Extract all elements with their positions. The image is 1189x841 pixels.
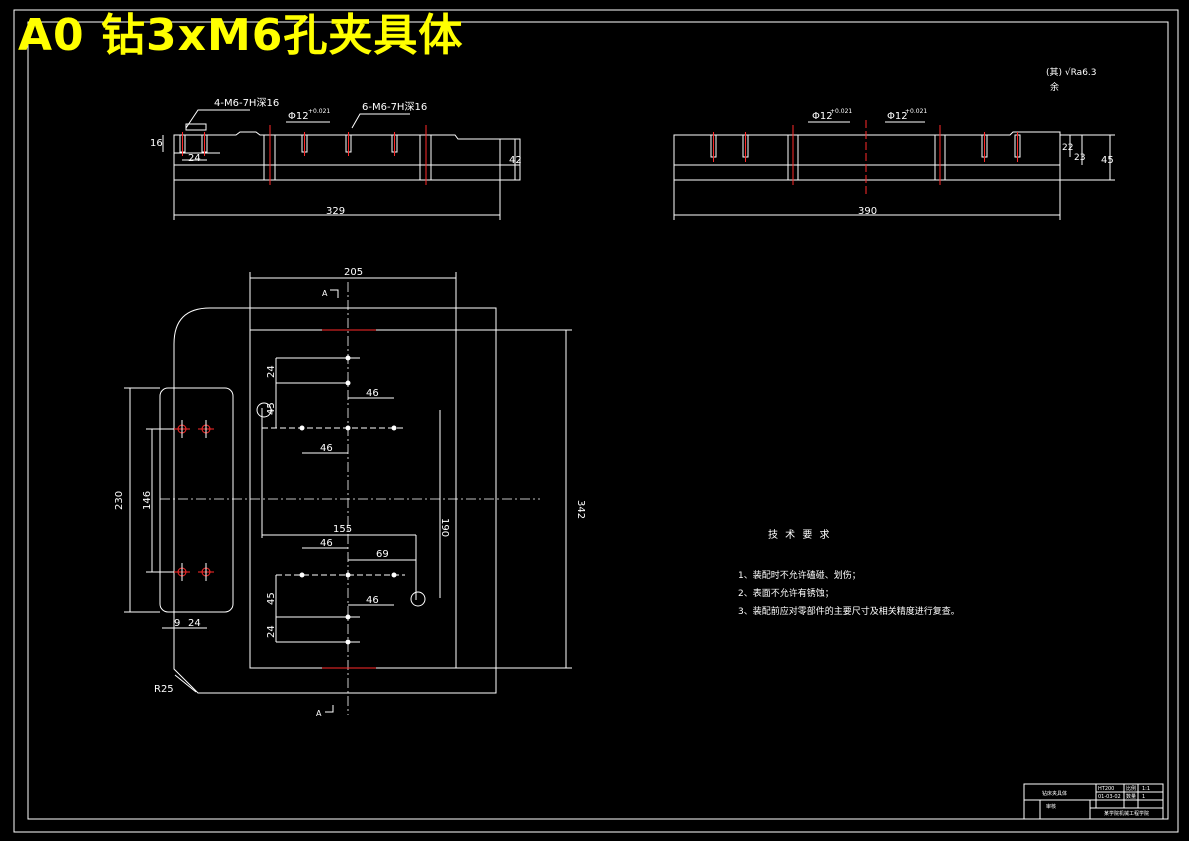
plan-view: A A 205 342 230 146 190 155 46 46 46 46 … — [114, 267, 586, 718]
dim-23: 23 — [1074, 153, 1085, 163]
right-dia-tol-right: +0.021 — [905, 108, 927, 115]
dim-9: 9 — [174, 618, 180, 629]
left-dia-callout: Φ12 — [288, 111, 309, 122]
dim-45-lower: 45 — [266, 592, 277, 605]
section-mark-bottom: A — [316, 709, 322, 718]
inner-frame — [27, 21, 1169, 820]
plate-outline — [173, 307, 497, 694]
tb-material: HT200 — [1098, 786, 1114, 792]
right-dia-tol-left: +0.021 — [830, 108, 852, 115]
left-view-holes — [179, 132, 398, 156]
dim-205: 205 — [344, 267, 363, 278]
tb-qty: 1 — [1142, 794, 1145, 800]
left-view-outline — [173, 131, 521, 181]
tb-school: 某学院机械工程学院 — [1104, 810, 1149, 817]
roughness-note: (其) √Ra6.3 — [1046, 67, 1097, 78]
tb-drawing-no: 01-03-02 — [1098, 794, 1121, 800]
upper-hole-pattern — [256, 355, 405, 431]
dim-155: 155 — [333, 524, 352, 535]
right-view-holes — [710, 132, 1021, 162]
right-view-outline — [673, 131, 1061, 181]
mid-thread-callout: 6-M6-7H深16 — [362, 101, 427, 113]
dim-390: 390 — [858, 206, 877, 217]
dim-69: 69 — [376, 549, 389, 560]
outer-frame — [13, 9, 1179, 833]
left-dia-tol: +0.021 — [308, 108, 330, 115]
dim-42: 42 — [509, 155, 522, 166]
tb-qty-label: 数量 — [1126, 793, 1136, 800]
dim-46-lower-right: 46 — [366, 595, 379, 606]
title-block: 钻床夹具体 HT200 比例 1:1 01-03-02 数量 1 审核 某学院机… — [1023, 783, 1164, 820]
dim-16: 16 — [150, 138, 163, 149]
roughness-note-rest: 余 — [1050, 81, 1059, 93]
drawing-title: A0 钻3xM6孔夹具体 — [18, 10, 464, 61]
dim-190: 190 — [439, 518, 450, 537]
dim-46-upper-left: 46 — [320, 443, 333, 454]
dim-45-upper: 45 — [266, 402, 277, 415]
tb-part-name: 钻床夹具体 — [1042, 790, 1067, 797]
tech-requirements: 技 术 要 求 1、装配时不允许磕碰、划伤； 2、表面不允许有锈蚀； 3、装配前… — [738, 528, 960, 617]
dim-24-pad: 24 — [188, 618, 201, 629]
lower-hole-pattern — [276, 572, 426, 645]
radius-r25: R25 — [154, 684, 174, 695]
pad-holes — [174, 420, 214, 581]
dim-342: 342 — [575, 500, 586, 519]
tech-item-2: 2、表面不允许有锈蚀； — [738, 587, 834, 599]
right-dia-callout-left: Φ12 — [812, 111, 833, 122]
dim-46-lower-left: 46 — [320, 538, 333, 549]
dim-329: 329 — [326, 206, 345, 217]
dim-24-upper: 24 — [266, 365, 277, 378]
dim-24-lower: 24 — [266, 625, 277, 638]
dim-146: 146 — [142, 491, 153, 510]
tb-drawn: 审核 — [1046, 803, 1056, 810]
tb-scale-label: 比例 — [1126, 785, 1136, 792]
tb-scale: 1:1 — [1142, 786, 1150, 792]
tech-heading: 技 术 要 求 — [768, 528, 832, 541]
top-left-view: 4-M6-7H深16 Φ12 +0.021 6-M6-7H深16 16 24 4… — [150, 97, 522, 220]
left-thread-callout: 4-M6-7H深16 — [214, 97, 279, 109]
left-pad-outline — [159, 387, 234, 613]
dim-22: 22 — [1062, 143, 1073, 153]
tech-item-1: 1、装配时不允许磕碰、划伤； — [738, 569, 861, 581]
right-dia-callout-right: Φ12 — [887, 111, 908, 122]
top-right-view: Φ12 +0.021 Φ12 +0.021 22 23 45 390 — [673, 108, 1115, 220]
dim-24-top: 24 — [188, 153, 201, 164]
tech-item-3: 3、装配前应对零部件的主要尺寸及相关精度进行复查。 — [738, 605, 960, 617]
dim-45-right: 45 — [1101, 155, 1114, 166]
dim-230: 230 — [114, 491, 125, 510]
dim-46-upper-right: 46 — [366, 388, 379, 399]
section-mark-top: A — [322, 289, 328, 298]
